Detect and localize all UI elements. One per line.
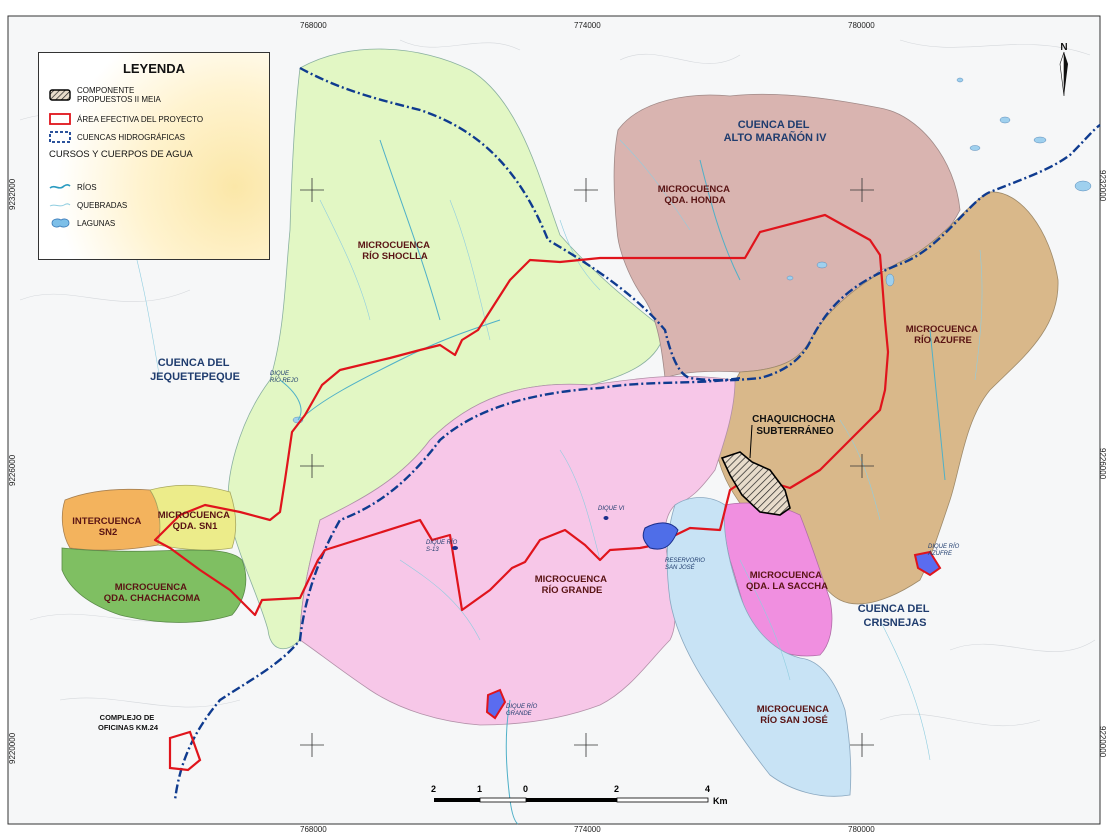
red-outline-swatch-icon bbox=[49, 113, 71, 125]
legend-panel: LEYENDA COMPONENTE PROPUESTOS II MEIA ÁR… bbox=[38, 52, 270, 260]
grid-label-northing-3-right: 9220000 bbox=[1098, 726, 1107, 758]
project-area-dique-grande bbox=[485, 688, 507, 720]
microbasin-label-chachacoma: MICROCUENCA QDA. CHACHACOMA bbox=[104, 582, 201, 604]
microbasin-label-azufre: MICROCUENCA RÍO AZUFRE bbox=[906, 324, 981, 346]
microbasin-label-grande: MICROCUENCA RÍO GRANDE bbox=[535, 574, 610, 596]
microbasin-chachacoma-area bbox=[61, 547, 247, 623]
dashed-boundary-swatch-icon bbox=[49, 131, 71, 143]
microbasin-label-saccha: MICROCUENCA QDA. LA SACCHA bbox=[746, 570, 828, 592]
legend-label-rivers: RÍOS bbox=[77, 182, 97, 192]
scale-tick-4: 4 bbox=[705, 784, 710, 794]
legend-item-lakes: LAGUNAS bbox=[49, 217, 115, 229]
dique-vi-marker bbox=[603, 516, 609, 520]
scale-tick-3: 2 bbox=[614, 784, 619, 794]
basin-boundary-line-south bbox=[173, 376, 741, 801]
basin-boundary-line bbox=[299, 66, 1101, 382]
grid-label-northing-3-left: 9220000 bbox=[8, 732, 17, 764]
stream-line-icon bbox=[49, 203, 71, 207]
microbasin-sn1-area bbox=[149, 484, 236, 551]
dique-s-label: DIQUE RÍO S-13 bbox=[426, 539, 459, 553]
microbasin-label-sanjose: MICROCUENCA RÍO SAN JOSÉ bbox=[757, 704, 832, 726]
legend-item-streams: QUEBRADAS bbox=[49, 199, 127, 211]
scale-tick-2: 0 bbox=[523, 784, 528, 794]
legend-label-component: COMPONENTE PROPUESTOS II MEIA bbox=[77, 86, 161, 104]
scale-tick-1: 1 bbox=[477, 784, 482, 794]
streams bbox=[119, 139, 983, 761]
microbasin-grande-area bbox=[299, 375, 736, 726]
grid-label-northing-1-right: 9232000 bbox=[1098, 170, 1107, 202]
north-arrow: N bbox=[1059, 42, 1068, 97]
basin-label-crisnejas: CUENCA DEL CRISNEJAS bbox=[858, 603, 933, 629]
grid-label-northing-2-right: 9226000 bbox=[1098, 448, 1107, 480]
legend-item-component: COMPONENTE PROPUESTOS II MEIA bbox=[49, 86, 187, 104]
legend-label-project-area: ÁREA EFECTIVA DEL PROYECTO bbox=[77, 114, 204, 124]
microbasin-label-honda: MICROCUENCA QDA. HONDA bbox=[658, 184, 733, 206]
reservorio-polygon bbox=[642, 522, 679, 550]
basin-label-jequetepeque: CUENCA DEL JEQUETEPEQUE bbox=[150, 357, 240, 383]
complejo-label: COMPLEJO DE OFICINAS KM.24 bbox=[98, 713, 159, 732]
legend-water-section-title: CURSOS Y CUERPOS DE AGUA bbox=[49, 149, 193, 160]
dique-vi-label: DIQUE VI bbox=[598, 506, 625, 512]
legend-item-rivers: RÍOS bbox=[49, 181, 97, 193]
dique-grande-label: DIQUE RÍO GRANDE bbox=[506, 703, 539, 717]
microbasin-label-sn1: MICROCUENCA QDA. SN1 bbox=[158, 510, 233, 532]
reservorio-label: RESERVORIO SAN JOSÉ bbox=[665, 558, 707, 571]
project-area-dique-azufre bbox=[913, 550, 942, 577]
legend-label-lakes: LAGUNAS bbox=[77, 218, 116, 228]
scale-bar: 2 1 0 2 4 Km bbox=[431, 784, 728, 806]
chaquicocha-label: CHAQUICHOCHA SUBTERRÁNEO bbox=[752, 414, 838, 437]
scale-tick-0: 2 bbox=[431, 784, 436, 794]
grid-label-easting-2-bottom: 774000 bbox=[574, 825, 601, 834]
project-area-complejo bbox=[168, 730, 202, 772]
microbasin-sanjose-area bbox=[666, 497, 852, 797]
dique-azufre-label: DIQUE RÍO AZUFRE bbox=[927, 543, 961, 557]
dique-s-marker bbox=[452, 546, 458, 550]
lakes bbox=[292, 77, 1092, 424]
legend-title: LEYENDA bbox=[122, 61, 186, 76]
grid-label-easting-2-top: 774000 bbox=[574, 21, 601, 30]
chaquicocha-component bbox=[720, 451, 791, 516]
river-line-icon bbox=[49, 184, 71, 189]
lake-blob-icon bbox=[51, 218, 70, 228]
rivers bbox=[279, 139, 946, 825]
grid-label-northing-1-left: 9232000 bbox=[8, 178, 17, 210]
microbasin-label-sn2: INTERCUENCA SN2 bbox=[72, 516, 143, 538]
grid-label-easting-3-bottom: 780000 bbox=[848, 825, 875, 834]
scale-unit: Km bbox=[713, 796, 728, 806]
legend-item-project-area: ÁREA EFECTIVA DEL PROYECTO bbox=[49, 113, 203, 125]
hatched-swatch-icon bbox=[49, 89, 71, 101]
grid-label-northing-2-left: 9226000 bbox=[8, 454, 17, 486]
chaquicocha-leader bbox=[749, 424, 753, 459]
grid-crosses bbox=[300, 178, 874, 757]
grid-label-easting-1-top: 768000 bbox=[300, 21, 327, 30]
project-area-boundary bbox=[153, 213, 890, 617]
legend-item-basins: CUENCAS HIDROGRÁFICAS bbox=[49, 131, 185, 143]
legend-label-basins: CUENCAS HIDROGRÁFICAS bbox=[77, 132, 186, 142]
dique-rejo-label: DIQUE RÍO REJO bbox=[270, 371, 299, 384]
microbasin-label-shoclla: MICROCUENCA RÍO SHOCLLA bbox=[358, 240, 433, 262]
north-arrow-label: N bbox=[1060, 42, 1067, 53]
grid-label-easting-1-bottom: 768000 bbox=[300, 825, 327, 834]
grid-label-easting-3-top: 780000 bbox=[848, 21, 875, 30]
legend-label-streams: QUEBRADAS bbox=[77, 200, 128, 210]
basin-label-alto-maranon: CUENCA DEL ALTO MARAÑÓN IV bbox=[724, 119, 828, 144]
